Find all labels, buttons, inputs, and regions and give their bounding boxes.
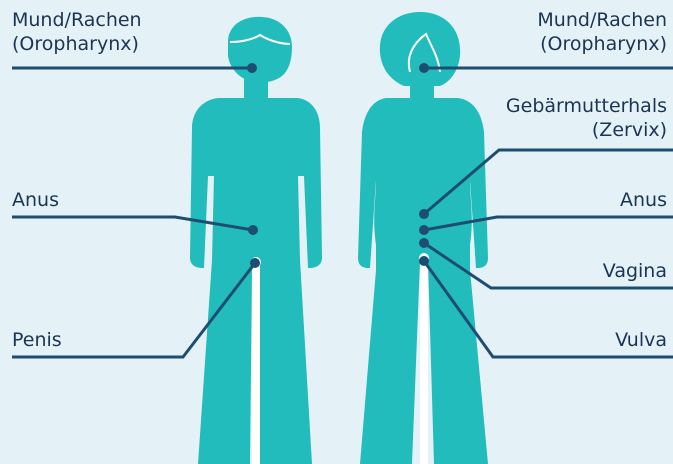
male-head bbox=[228, 17, 292, 83]
female-mouth-point bbox=[419, 63, 429, 73]
female-vulva-label: Vulva bbox=[615, 328, 667, 352]
male-penis-label: Penis bbox=[12, 328, 62, 352]
female-neck bbox=[410, 82, 434, 100]
male-leg-gap bbox=[252, 262, 260, 464]
female-anus-label: Anus bbox=[620, 188, 667, 212]
male-anus-label: Anus bbox=[12, 188, 59, 212]
female-cervix-point bbox=[419, 209, 429, 219]
female-vagina-label: Vagina bbox=[603, 259, 667, 283]
male-penis-point bbox=[250, 258, 260, 268]
female-cervix-label: Gebärmutterhals (Zervix) bbox=[506, 94, 667, 142]
female-anus-point bbox=[419, 225, 429, 235]
female-mouth-label-line2: (Oropharynx) bbox=[537, 32, 667, 56]
female-mouth-label-line1: Mund/Rachen bbox=[537, 8, 667, 32]
female-head bbox=[380, 12, 460, 86]
female-leg-gap bbox=[420, 258, 428, 464]
male-mouth-point bbox=[247, 63, 257, 73]
male-anus-point bbox=[248, 225, 258, 235]
female-cervix-label-line1: Gebärmutterhals bbox=[506, 94, 667, 118]
male-mouth-label: Mund/Rachen (Oropharynx) bbox=[12, 8, 142, 56]
male-neck bbox=[244, 76, 268, 100]
female-cervix-label-line2: (Zervix) bbox=[506, 118, 667, 142]
female-vagina-point bbox=[419, 238, 429, 248]
male-mouth-label-line1: Mund/Rachen bbox=[12, 8, 142, 32]
female-vulva-point bbox=[419, 256, 429, 266]
female-mouth-label: Mund/Rachen (Oropharynx) bbox=[537, 8, 667, 56]
male-mouth-label-line2: (Oropharynx) bbox=[12, 32, 142, 56]
